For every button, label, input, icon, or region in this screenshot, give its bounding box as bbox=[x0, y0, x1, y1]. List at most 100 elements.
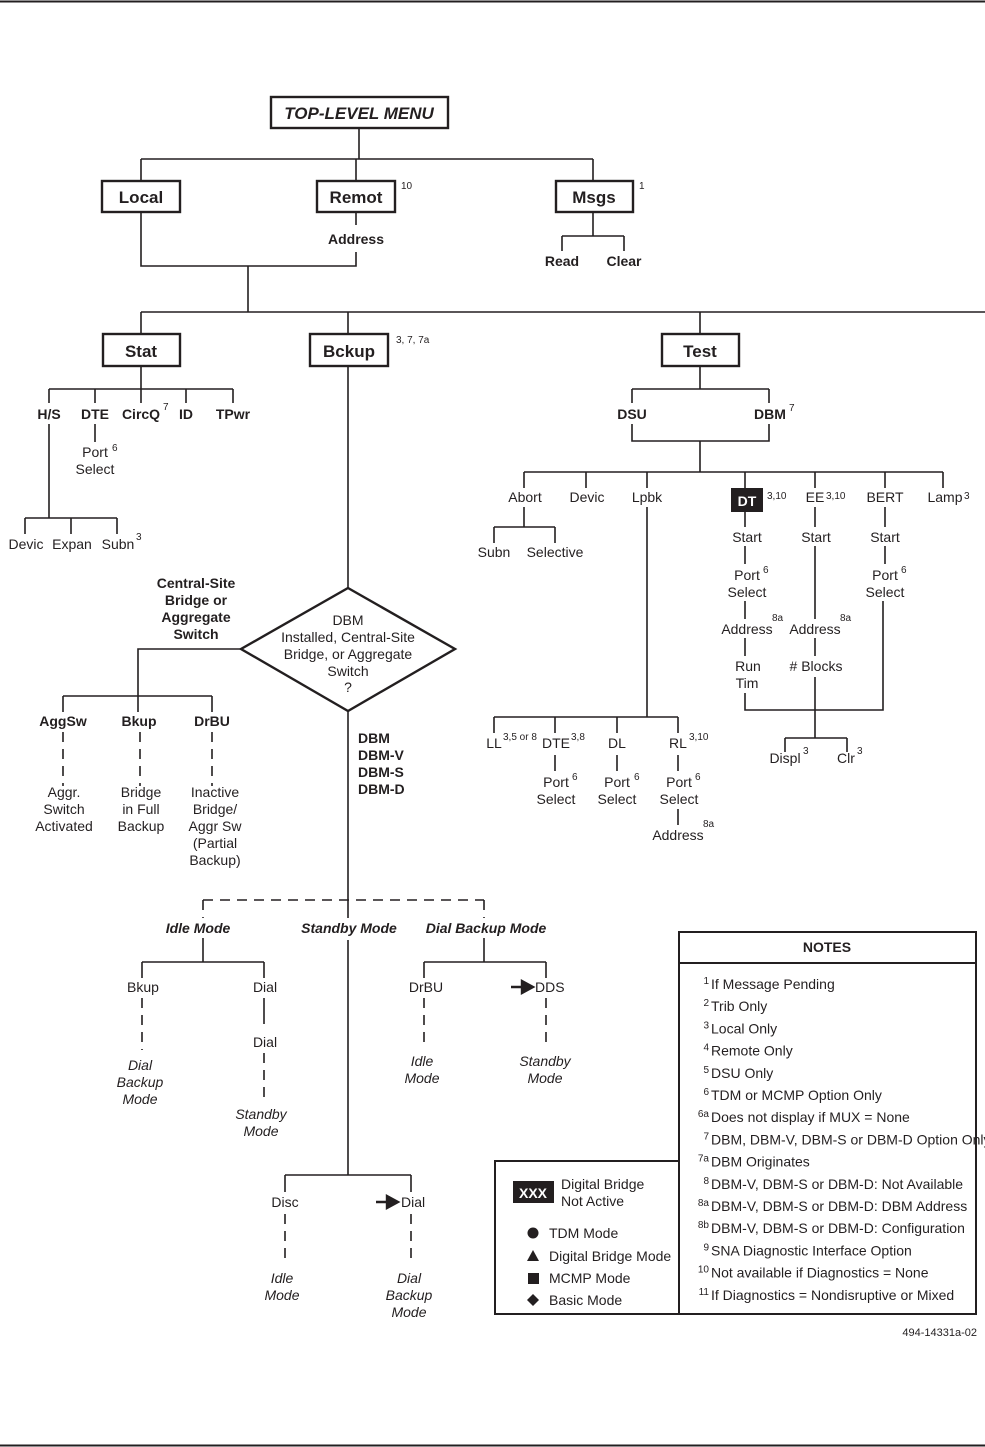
hs-devic[interactable]: Devic bbox=[8, 536, 43, 552]
idle-dial-2[interactable]: Dial bbox=[253, 1034, 277, 1050]
stat-dte[interactable]: DTE bbox=[81, 406, 109, 422]
dt-tim[interactable]: Tim bbox=[736, 675, 759, 691]
remot-address[interactable]: Address bbox=[328, 231, 384, 247]
test-bert[interactable]: BERT bbox=[866, 489, 904, 505]
stat-id[interactable]: ID bbox=[179, 406, 193, 422]
bert-start[interactable]: Start bbox=[870, 529, 900, 545]
lpbk-rl[interactable]: RL bbox=[669, 735, 687, 751]
subn-note: 3 bbox=[136, 532, 142, 543]
dl-port[interactable]: Port bbox=[604, 774, 630, 790]
drbu-result-2: Mode bbox=[404, 1070, 439, 1086]
dte-select-2[interactable]: Select bbox=[537, 791, 576, 807]
ee-start[interactable]: Start bbox=[801, 529, 831, 545]
test-dsu[interactable]: DSU bbox=[617, 406, 647, 422]
clr[interactable]: Clr bbox=[837, 750, 855, 766]
legend-tdm: TDM Mode bbox=[549, 1225, 618, 1241]
displ[interactable]: Displ bbox=[769, 750, 800, 766]
legend-box-desc-1: Digital Bridge bbox=[561, 1176, 644, 1192]
dte-port-2[interactable]: Port bbox=[543, 774, 569, 790]
note-text: Does not display if MUX = None bbox=[711, 1109, 910, 1125]
remot-label: Remot bbox=[330, 188, 383, 207]
lpbk-ll[interactable]: LL bbox=[486, 735, 502, 751]
dbm-drbu[interactable]: DrBU bbox=[409, 979, 443, 995]
idle-bkup[interactable]: Bkup bbox=[127, 979, 159, 995]
stat-circq[interactable]: CircQ bbox=[122, 406, 160, 422]
test-lamp[interactable]: Lamp bbox=[927, 489, 962, 505]
dte-port[interactable]: Port bbox=[82, 444, 108, 460]
bert-port[interactable]: Port bbox=[872, 567, 898, 583]
rl-select[interactable]: Select bbox=[660, 791, 699, 807]
stat-tpwr[interactable]: TPwr bbox=[216, 406, 251, 422]
dl-select[interactable]: Select bbox=[598, 791, 637, 807]
lpbk-dte[interactable]: DTE bbox=[542, 735, 570, 751]
dial-backup-mode-heading[interactable]: Dial Backup Mode bbox=[426, 920, 547, 936]
legend-basic: Basic Mode bbox=[549, 1292, 622, 1308]
dbm-dds[interactable]: DDS bbox=[535, 979, 565, 995]
stat-box[interactable]: Stat bbox=[101, 332, 182, 368]
msgs-clear[interactable]: Clear bbox=[606, 253, 642, 269]
test-box[interactable]: Test bbox=[660, 332, 741, 368]
lpbk-dl[interactable]: DL bbox=[608, 735, 626, 751]
rl-port-note: 6 bbox=[695, 772, 701, 783]
test-dt[interactable]: DT bbox=[731, 488, 763, 512]
left-label-4: Switch bbox=[173, 626, 218, 642]
msgs-read[interactable]: Read bbox=[545, 253, 579, 269]
drbu-result-1: Idle bbox=[411, 1053, 434, 1069]
note-text: Not available if Diagnostics = None bbox=[711, 1265, 929, 1281]
note-number: 8a bbox=[698, 1198, 710, 1209]
bert-select[interactable]: Select bbox=[866, 584, 905, 600]
aggsw[interactable]: AggSw bbox=[39, 713, 87, 729]
stat-hs[interactable]: H/S bbox=[37, 406, 60, 422]
standby-dial[interactable]: Dial bbox=[401, 1194, 425, 1210]
dt-run[interactable]: Run bbox=[735, 658, 761, 674]
test-lpbk[interactable]: Lpbk bbox=[632, 489, 663, 505]
idle-dial[interactable]: Dial bbox=[253, 979, 277, 995]
msgs-box[interactable]: Msgs bbox=[554, 179, 635, 214]
bckup-box[interactable]: Bckup bbox=[308, 332, 390, 368]
note-number: 7a bbox=[698, 1154, 710, 1165]
dt-port-note: 6 bbox=[763, 565, 769, 576]
rl-port[interactable]: Port bbox=[666, 774, 692, 790]
dt-start[interactable]: Start bbox=[732, 529, 762, 545]
test-devic[interactable]: Devic bbox=[569, 489, 604, 505]
ee-blocks[interactable]: # Blocks bbox=[790, 658, 843, 674]
hs-subn[interactable]: Subn bbox=[102, 536, 135, 552]
note-text: DBM-V, DBM-S or DBM-D: DBM Address bbox=[711, 1198, 967, 1214]
dt-address[interactable]: Address bbox=[721, 621, 772, 637]
test-ee[interactable]: EE bbox=[806, 489, 825, 505]
lpbk-dte-note: 3,8 bbox=[571, 732, 585, 743]
dt-select[interactable]: Select bbox=[728, 584, 767, 600]
abort-selective[interactable]: Selective bbox=[527, 544, 584, 560]
bert-port-note: 6 bbox=[901, 565, 907, 576]
bkup[interactable]: Bkup bbox=[122, 713, 157, 729]
diamond-icon bbox=[527, 1294, 539, 1306]
idle-mode-heading[interactable]: Idle Mode bbox=[166, 920, 231, 936]
note-number: 6 bbox=[703, 1087, 709, 1098]
ee-address[interactable]: Address bbox=[789, 621, 840, 637]
remot-box[interactable]: Remot bbox=[315, 179, 397, 214]
hs-expan[interactable]: Expan bbox=[52, 536, 92, 552]
top-level-menu-box[interactable]: TOP-LEVEL MENU bbox=[269, 95, 450, 130]
note-text: DSU Only bbox=[711, 1065, 773, 1081]
circle-icon bbox=[527, 1227, 539, 1239]
arrow-right-icon bbox=[376, 1193, 401, 1211]
dte-select[interactable]: Select bbox=[76, 461, 115, 477]
legend-box-label: XXX bbox=[519, 1185, 548, 1201]
test-abort[interactable]: Abort bbox=[508, 489, 542, 505]
standby-mode-heading[interactable]: Standby Mode bbox=[301, 920, 397, 936]
drbu[interactable]: DrBU bbox=[194, 713, 230, 729]
left-label-1: Central-Site bbox=[157, 575, 236, 591]
connectors bbox=[24, 128, 985, 1264]
dds-result-1: Standby bbox=[519, 1053, 571, 1069]
decision-line-5: ? bbox=[344, 679, 352, 695]
figure-id: 494-14331a-02 bbox=[902, 1327, 977, 1339]
rl-address[interactable]: Address bbox=[652, 827, 703, 843]
note-text: SNA Diagnostic Interface Option bbox=[711, 1242, 912, 1258]
dt-port[interactable]: Port bbox=[734, 567, 760, 583]
disc-result-1: Idle bbox=[271, 1270, 294, 1286]
local-box[interactable]: Local bbox=[100, 179, 182, 214]
top-level-menu-label: TOP-LEVEL MENU bbox=[284, 104, 434, 123]
standby-disc[interactable]: Disc bbox=[271, 1194, 298, 1210]
abort-subn[interactable]: Subn bbox=[478, 544, 511, 560]
test-dbm[interactable]: DBM bbox=[754, 406, 786, 422]
